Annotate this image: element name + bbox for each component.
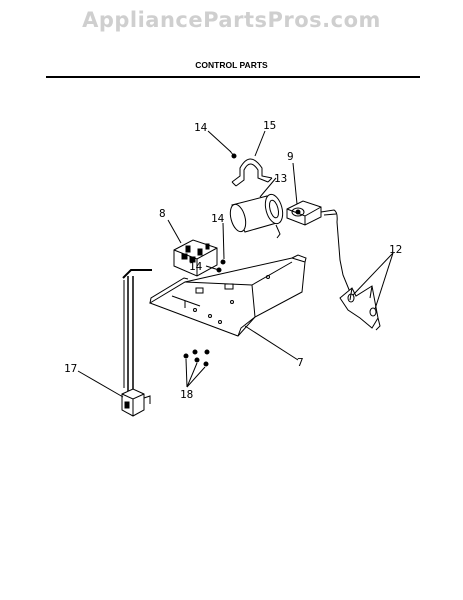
callout-14-panel-screw: 14 [211, 212, 225, 225]
wire-harness [121, 269, 152, 417]
thermostat-component [286, 200, 351, 293]
callout-9: 9 [287, 150, 294, 163]
callout-18: 18 [180, 388, 193, 401]
capacitor-component [229, 193, 284, 239]
capacitor-strap [231, 158, 273, 187]
callout-8: 8 [159, 207, 166, 220]
callout-15: 15 [263, 119, 276, 132]
panel-screw [220, 259, 226, 265]
site-watermark: AppliancePartsPros.com [82, 8, 381, 32]
leader-lines [77, 130, 394, 398]
callout-13: 13 [274, 172, 287, 185]
control-panel-bracket [148, 254, 307, 337]
callout-7: 7 [297, 356, 304, 369]
callout-14-strap-screw: 14 [194, 121, 208, 134]
callout-12: 12 [389, 243, 402, 256]
mounting-screws [183, 349, 210, 367]
thermostat-bracket [339, 285, 381, 331]
section-title: CONTROL PARTS [195, 60, 268, 70]
callout-17: 17 [64, 362, 77, 375]
title-divider [46, 76, 420, 78]
callout-14-relay-screw: 14 [189, 260, 203, 273]
relay-component [173, 239, 218, 277]
